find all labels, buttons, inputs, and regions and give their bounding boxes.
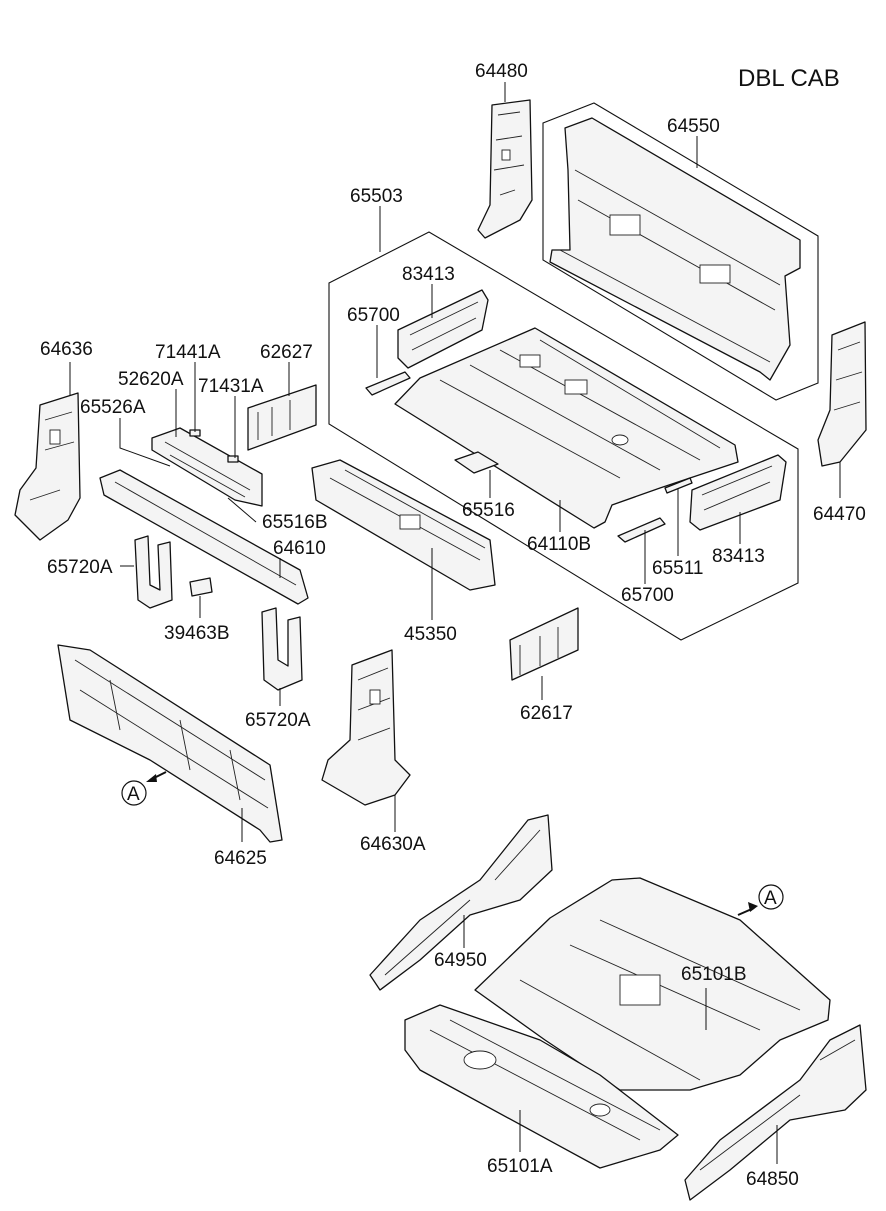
part-83413-bottom <box>689 454 787 531</box>
part-62617 <box>509 607 579 681</box>
label-64950: 64950 <box>434 950 487 971</box>
part-64110B <box>394 327 739 529</box>
label-45350: 45350 <box>404 624 457 645</box>
part-65700-top <box>365 371 411 396</box>
part-64550 <box>549 117 801 381</box>
part-65101B <box>474 877 831 1091</box>
part-64470 <box>817 321 867 467</box>
part-65700-bottom <box>617 517 666 543</box>
part-65101A <box>404 1004 679 1169</box>
label-65503: 65503 <box>350 186 403 207</box>
label-65511: 65511 <box>652 558 703 579</box>
ref-marker-a-left-text: A <box>127 784 140 805</box>
part-64850 <box>684 1024 867 1201</box>
label-71441A: 71441A <box>155 342 221 363</box>
leader-lines <box>69 82 841 1164</box>
label-65516B: 65516B <box>262 512 328 533</box>
rear-panel-group-box <box>542 102 819 401</box>
label-65720A-left: 65720A <box>47 557 113 578</box>
part-64950 <box>369 814 553 991</box>
label-39463B: 39463B <box>164 623 230 644</box>
part-64625 <box>57 644 283 843</box>
part-64480 <box>477 99 533 239</box>
label-62617: 62617 <box>520 703 573 724</box>
part-65720A-mid <box>261 607 303 691</box>
ref-marker-a-right: A <box>737 884 784 916</box>
label-64630A: 64630A <box>360 834 426 855</box>
label-62627: 62627 <box>260 342 313 363</box>
part-62627 <box>247 384 317 451</box>
label-64480: 64480 <box>475 61 528 82</box>
label-64850: 64850 <box>746 1169 799 1190</box>
part-39463B <box>189 577 213 597</box>
diagram-title: DBL CAB <box>738 65 840 92</box>
label-65720A-mid: 65720A <box>245 710 311 731</box>
part-64610 <box>99 469 309 605</box>
part-64630A <box>321 649 411 806</box>
label-65516: 65516 <box>462 500 515 521</box>
label-64110B: 64110B <box>527 534 591 555</box>
part-65511 <box>664 477 693 494</box>
label-65700-bottom: 65700 <box>621 585 674 606</box>
part-cluster-small <box>151 427 263 507</box>
label-83413-top: 83413 <box>402 264 455 285</box>
label-52620A: 52620A <box>118 369 184 390</box>
label-65101A: 65101A <box>487 1156 553 1177</box>
part-83413-top <box>397 289 489 369</box>
label-71431A: 71431A <box>198 376 264 397</box>
ref-marker-a-left: A <box>121 771 167 806</box>
part-65516 <box>454 451 499 474</box>
part-65720A-left <box>134 535 173 609</box>
part-labels: 64480 64550 65503 83413 65700 64636 7144… <box>40 61 866 1190</box>
label-65526A: 65526A <box>80 397 146 418</box>
label-65700-top: 65700 <box>347 305 400 326</box>
ref-marker-a-right-text: A <box>764 888 777 909</box>
label-64636: 64636 <box>40 339 93 360</box>
label-64610: 64610 <box>273 538 326 559</box>
label-64470: 64470 <box>813 504 866 525</box>
part-45350 <box>311 459 496 591</box>
floor-group-box <box>328 231 799 641</box>
part-64636 <box>14 392 81 541</box>
label-83413-bottom: 83413 <box>712 546 765 567</box>
label-64550: 64550 <box>667 116 720 137</box>
label-64625: 64625 <box>214 848 267 869</box>
label-65101B: 65101B <box>681 964 747 985</box>
